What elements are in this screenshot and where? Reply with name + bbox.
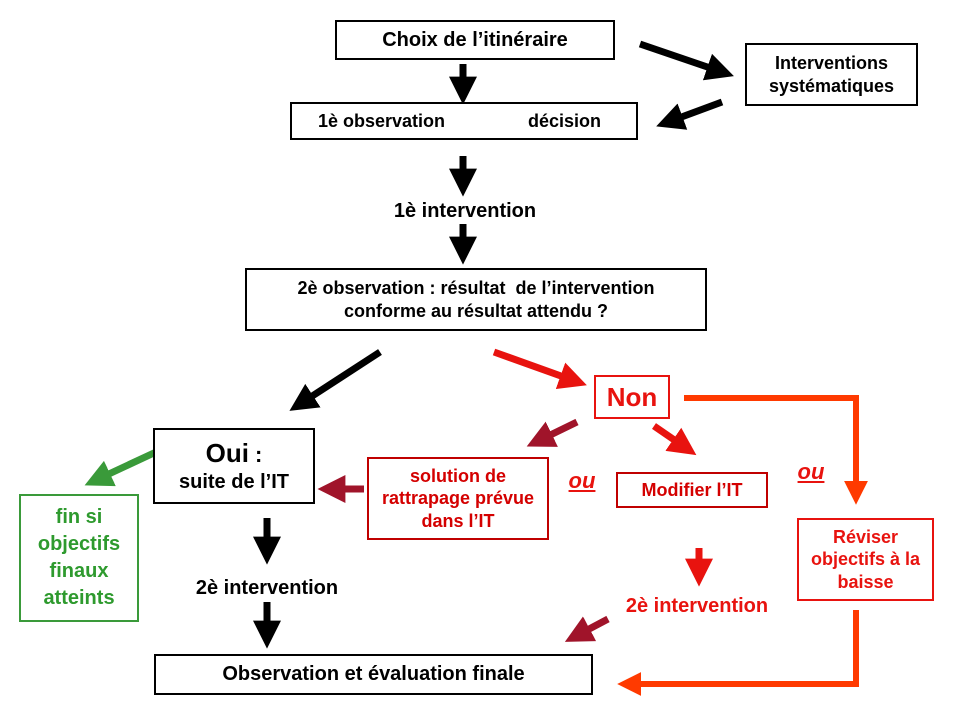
fin-box: fin si objectifs finaux atteints [19, 494, 139, 622]
interventions-systematiques-box: Interventions systématiques [745, 43, 918, 106]
oui-colon: : [248, 442, 263, 468]
observation2-line2: conforme au résultat attendu ? [343, 300, 609, 321]
oui-box: Oui : suite de l’IT [153, 428, 315, 504]
arrow-choix-to-interventions [638, 40, 734, 81]
arrow-intervention2red-to-final [564, 615, 610, 642]
arrow-reviser-to-final [617, 610, 859, 696]
non-label: Non [606, 381, 658, 412]
choix-itineraire-box: Choix de l’itinéraire [335, 20, 615, 60]
observation2-box: 2è observation : résultat de l’intervent… [245, 268, 707, 331]
ou-label-1: ou [568, 468, 596, 493]
arrow-obs2-to-oui [289, 349, 382, 411]
oui-label: Oui [205, 438, 249, 469]
intervention2-label: 2è intervention [195, 577, 339, 599]
arrow-non-to-modifier [652, 423, 697, 456]
observation2-line1: 2è observation : résultat de l’intervent… [297, 278, 655, 298]
observation1-box: 1è observation décision [290, 102, 638, 140]
decision-label: décision [528, 110, 602, 131]
arrow-non-to-reviser [684, 395, 868, 505]
arrow-obs2-to-non [492, 348, 587, 389]
interventions-systematiques-label: Interventions systématiques [768, 53, 895, 96]
final-evaluation-label: Observation et évaluation finale [222, 663, 525, 685]
reviser-box: Réviser objectifs à la baisse [797, 518, 934, 601]
solution-box: solution de rattrapage prévue dans l’IT [367, 457, 549, 540]
modifier-it-label: Modifier l’IT [641, 479, 743, 500]
ou-label-2: ou [797, 459, 825, 484]
reviser-label: Réviser objectifs à la baisse [810, 526, 921, 592]
final-evaluation-box: Observation et évaluation finale [154, 654, 593, 695]
arrow-oui-to-fin [84, 448, 158, 487]
intervention2-red-label: 2è intervention [625, 595, 769, 617]
observation1-label: 1è observation [318, 110, 446, 131]
fin-label: fin si objectifs finaux atteints [37, 506, 121, 609]
intervention1-label: 1è intervention [393, 200, 537, 222]
solution-label: solution de rattrapage prévue dans l’IT [381, 465, 535, 531]
oui-suite-label: suite de l’IT [178, 470, 290, 493]
non-box: Non [594, 375, 670, 419]
oui-heading: Oui : [206, 437, 263, 470]
choix-itineraire-label: Choix de l’itinéraire [382, 28, 568, 51]
modifier-it-box: Modifier l’IT [616, 472, 768, 508]
arrow-non-to-solution [526, 418, 579, 447]
arrow-interventions-to-obs1 [656, 98, 724, 130]
